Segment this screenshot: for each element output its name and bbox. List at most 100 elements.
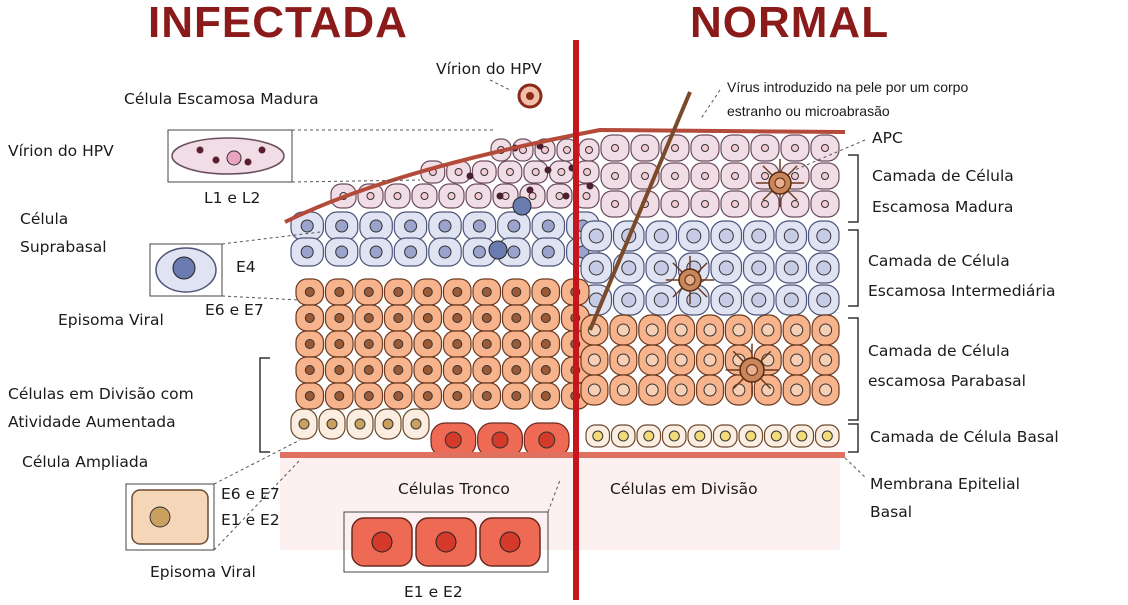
- parabasal-cell-nucleus: [335, 340, 344, 349]
- parabasal-cell-nucleus: [791, 354, 803, 366]
- label-e1-e2-bottom: E1 e E2: [404, 583, 463, 602]
- stem-cell-nucleus: [492, 432, 508, 448]
- label-membrana-line1: Membrana Epitelial: [870, 475, 1020, 494]
- mature-squamous-cell-nucleus: [762, 173, 769, 180]
- intermediate-cell-nucleus: [336, 246, 348, 258]
- intermediate-cell-nucleus: [817, 229, 831, 243]
- basal-cell-nucleus: [720, 431, 730, 441]
- intermediate-cell-nucleus: [439, 246, 451, 258]
- label-e4: E4: [236, 258, 256, 277]
- mature-squamous-cell-nucleus: [642, 173, 649, 180]
- mature-squamous-cell-nucleus: [612, 145, 619, 152]
- mature-squamous-cell-nucleus: [732, 201, 739, 208]
- mature-squamous-cell-nucleus: [558, 169, 565, 176]
- virion-dot: [467, 173, 474, 180]
- parabasal-cell-nucleus: [820, 384, 832, 396]
- intermediate-cell-nucleus: [752, 229, 766, 243]
- basal-cell-nucleus: [669, 431, 679, 441]
- inset-enlarged-nucleus: [150, 507, 170, 527]
- intermediate-cell-nucleus: [752, 293, 766, 307]
- intermediate-cell-nucleus: [405, 246, 417, 258]
- mature-squamous-cell-nucleus: [367, 193, 374, 200]
- intermediate-cell-nucleus: [336, 220, 348, 232]
- intermediate-cell-nucleus: [719, 229, 733, 243]
- parabasal-cell-nucleus: [541, 392, 550, 401]
- label-divisao-aumentada-line1: Células em Divisão com: [8, 385, 194, 404]
- basal-cell-nucleus: [299, 419, 309, 429]
- mature-squamous-cell-nucleus: [564, 147, 571, 154]
- label-virus-intro-line1: Vírus introduzido na pele por um corpo: [727, 79, 968, 97]
- virion-dot: [497, 193, 504, 200]
- episome-cell-nucleus: [513, 197, 531, 215]
- leader-line: [222, 296, 300, 300]
- parabasal-cell-nucleus: [704, 354, 716, 366]
- intermediate-cell-nucleus: [654, 229, 668, 243]
- parabasal-cell-nucleus: [791, 324, 803, 336]
- parabasal-cell-nucleus: [675, 354, 687, 366]
- parabasal-cell-nucleus: [512, 340, 521, 349]
- leader-line: [845, 458, 866, 478]
- label-virus-intro-line2: estranho ou microabrasão: [727, 103, 890, 121]
- label-celulas-em-divisao: Células em Divisão: [610, 480, 758, 499]
- label-virion-side: Vírion do HPV: [8, 142, 114, 161]
- mature-squamous-cell-nucleus: [612, 173, 619, 180]
- label-camada-madura-line1: Camada de Célula: [872, 167, 1014, 186]
- parabasal-cell-nucleus: [453, 314, 462, 323]
- mature-squamous-cell-nucleus: [792, 173, 799, 180]
- parabasal-cell-nucleus: [541, 366, 550, 375]
- inset-virion-dot: [259, 147, 266, 154]
- parabasal-cell-nucleus: [820, 324, 832, 336]
- mature-squamous-cell-nucleus: [672, 201, 679, 208]
- inset-virion-dot: [245, 159, 252, 166]
- intermediate-cell-nucleus: [542, 246, 554, 258]
- intermediate-cell-nucleus: [719, 293, 733, 307]
- layer-bracket: [848, 230, 858, 306]
- label-divisao-aumentada-line2: Atividade Aumentada: [8, 413, 176, 432]
- parabasal-cell-nucleus: [482, 366, 491, 375]
- label-membrana-line2: Basal: [870, 503, 912, 522]
- mature-squamous-cell-nucleus: [394, 193, 401, 200]
- mature-squamous-cell-nucleus: [702, 173, 709, 180]
- mature-squamous-cell-nucleus: [532, 169, 539, 176]
- mature-squamous-cell-nucleus: [822, 145, 829, 152]
- parabasal-cell-nucleus: [617, 324, 629, 336]
- virion-core: [526, 92, 534, 100]
- intermediate-cell-nucleus: [654, 293, 668, 307]
- parabasal-cell-nucleus: [364, 392, 373, 401]
- mature-squamous-cell-nucleus: [792, 201, 799, 208]
- virion-dot: [527, 187, 534, 194]
- parabasal-cell-nucleus: [675, 384, 687, 396]
- mature-squamous-cell-nucleus: [672, 145, 679, 152]
- inset-stem-nucleus: [372, 532, 392, 552]
- parabasal-cell-nucleus: [820, 354, 832, 366]
- inset-virion-dot: [197, 147, 204, 154]
- mature-squamous-cell-nucleus: [448, 193, 455, 200]
- intermediate-cell-nucleus: [508, 220, 520, 232]
- title-normal: NORMAL: [690, 0, 889, 48]
- virion-dot: [587, 183, 594, 190]
- intermediate-cell-nucleus: [473, 246, 485, 258]
- mature-squamous-cell-nucleus: [612, 201, 619, 208]
- parabasal-cell-nucleus: [646, 324, 658, 336]
- mature-squamous-cell-nucleus: [455, 169, 462, 176]
- intermediate-cell-nucleus: [784, 229, 798, 243]
- intermediate-cell-nucleus: [405, 220, 417, 232]
- label-celula-escamosa-madura: Célula Escamosa Madura: [124, 90, 319, 109]
- parabasal-cell-nucleus: [305, 314, 314, 323]
- basal-cell-nucleus: [644, 431, 654, 441]
- parabasal-cell-nucleus: [704, 384, 716, 396]
- parabasal-cell-nucleus: [512, 392, 521, 401]
- mature-squamous-cell-nucleus: [556, 193, 563, 200]
- parabasal-cell-nucleus: [482, 392, 491, 401]
- stem-cell-nucleus: [445, 432, 461, 448]
- parabasal-cell-nucleus: [364, 314, 373, 323]
- label-camada-parabasal-line1: Camada de Célula: [868, 342, 1010, 361]
- parabasal-cell-nucleus: [394, 340, 403, 349]
- parabasal-cell-nucleus: [335, 288, 344, 297]
- mature-squamous-cell-nucleus: [792, 145, 799, 152]
- intermediate-cell-nucleus: [439, 220, 451, 232]
- label-e6-e7-bottom: E6 e E7: [221, 485, 280, 504]
- parabasal-cell-nucleus: [364, 340, 373, 349]
- label-e1-e2-small: E1 e E2: [221, 511, 280, 530]
